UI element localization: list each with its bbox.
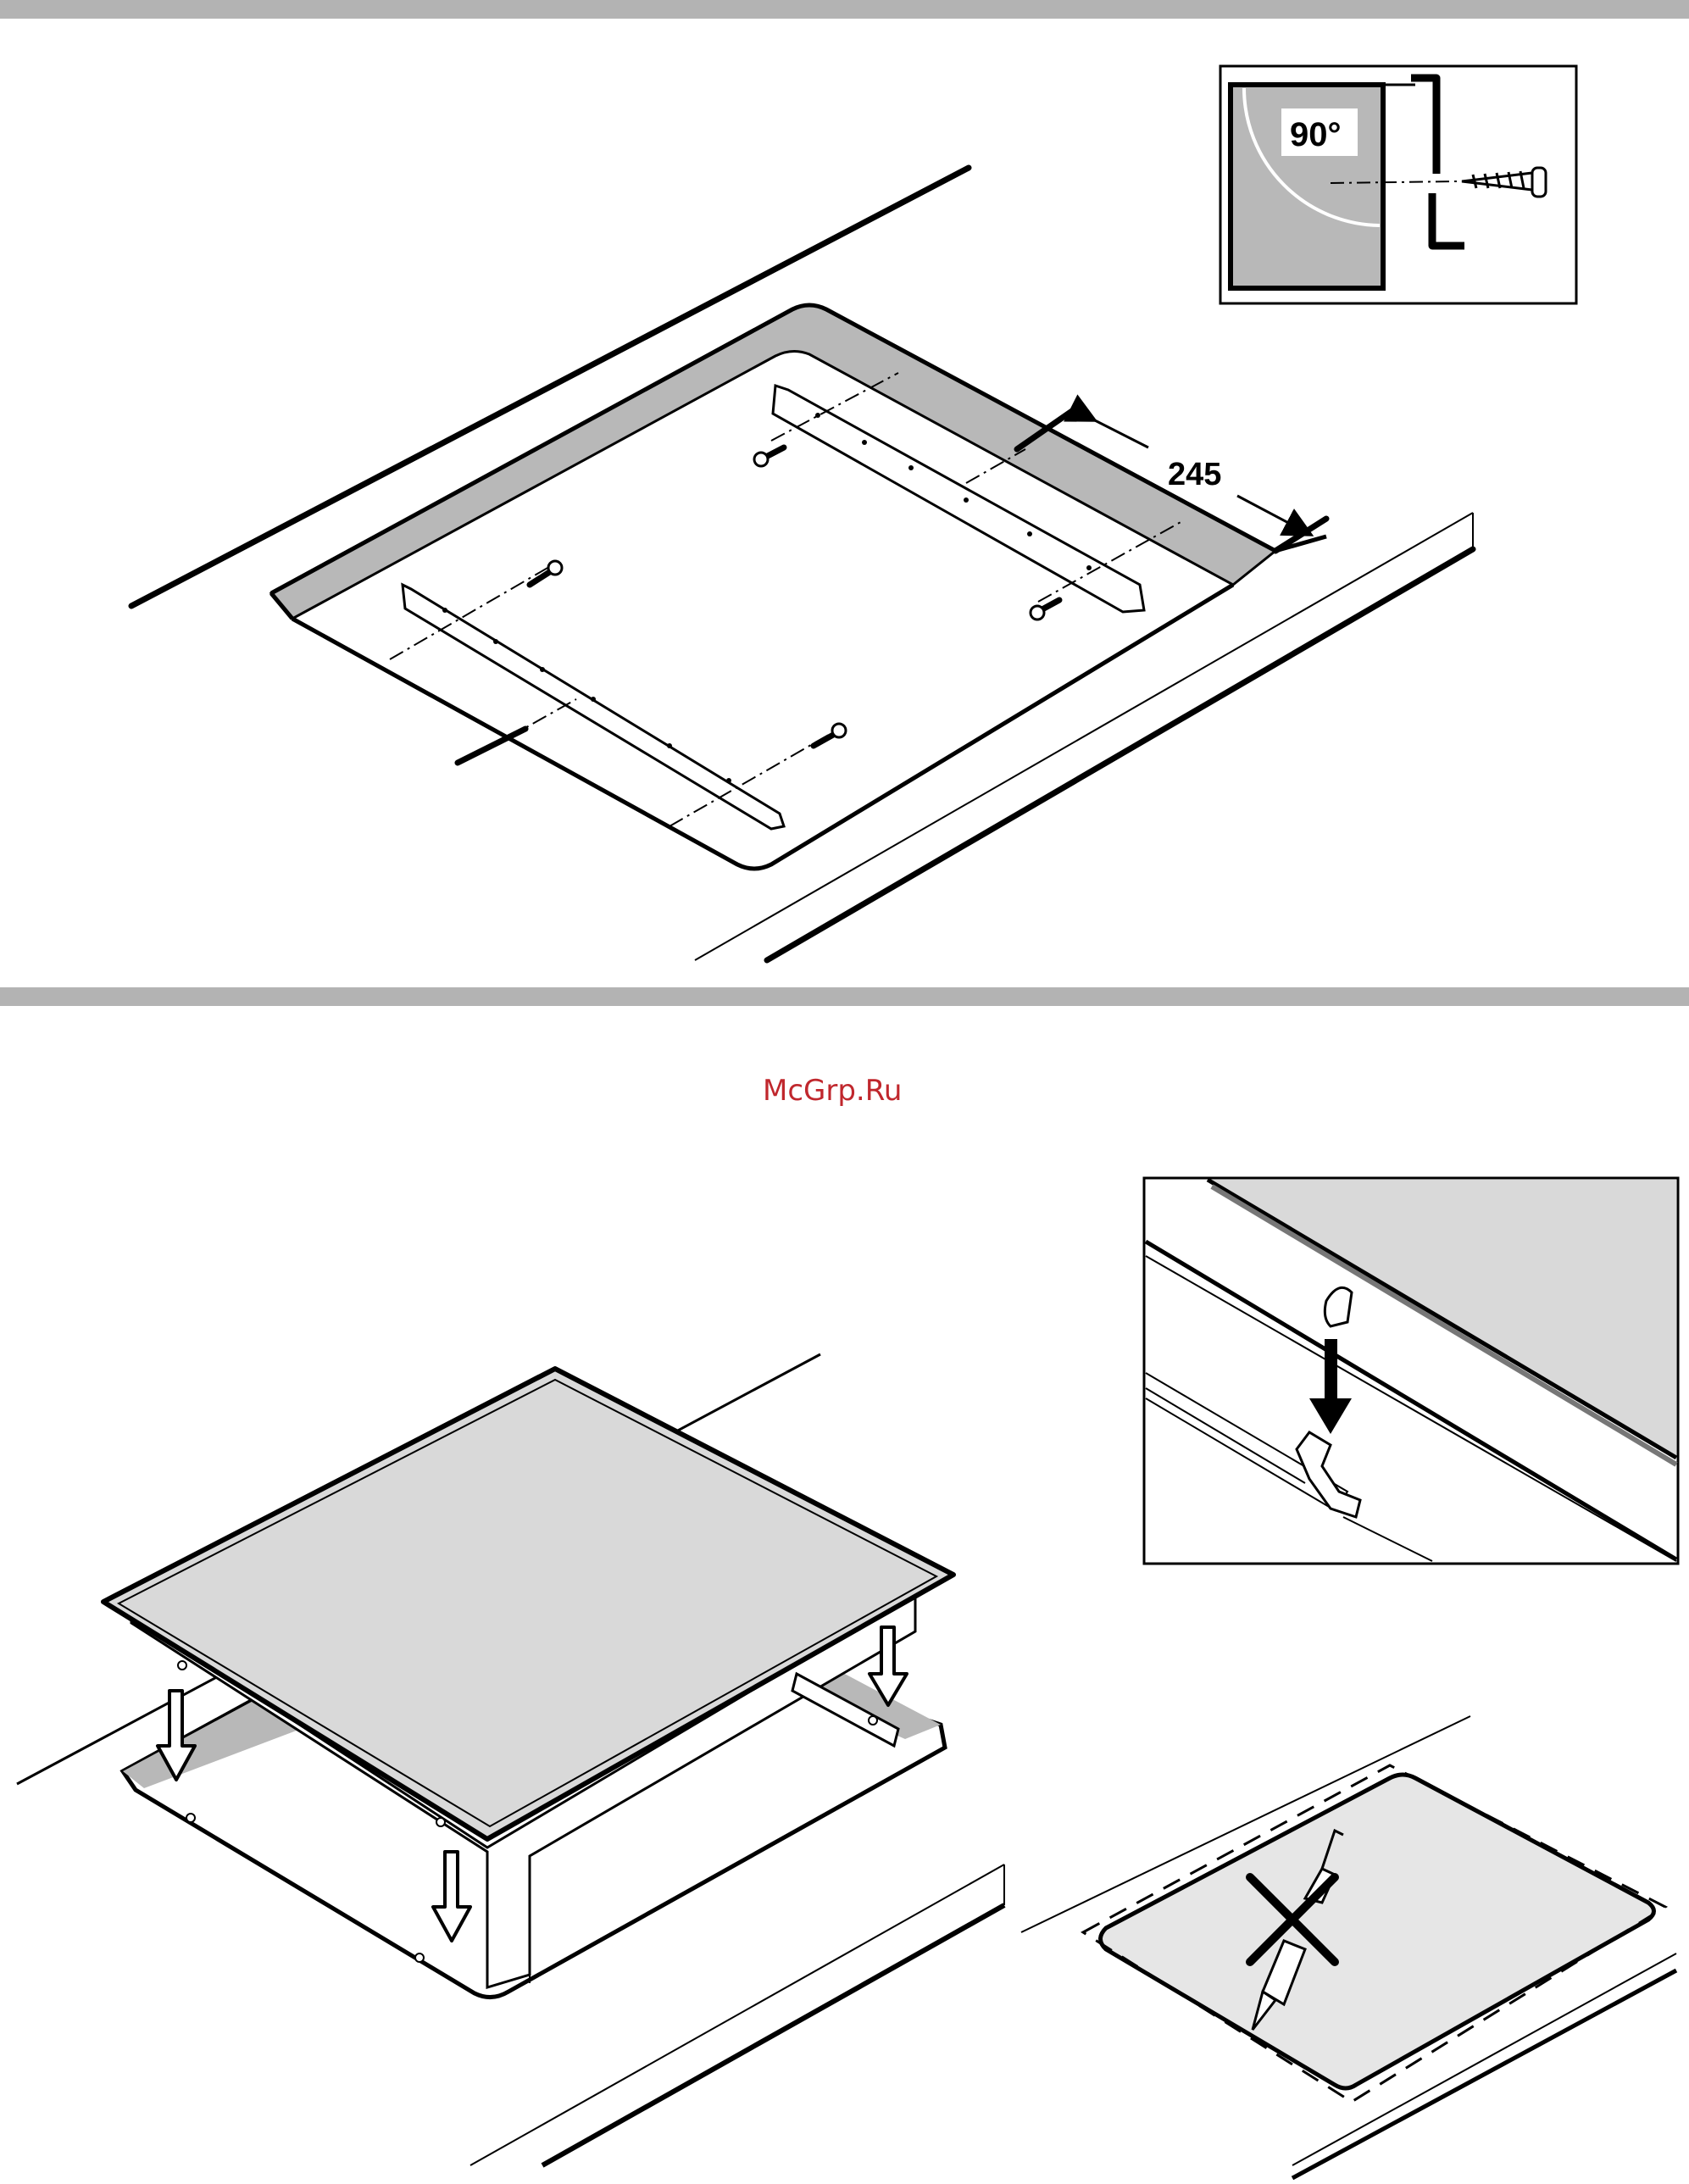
bracket-axis-line [458,729,525,763]
left-mounting-bracket [403,585,784,829]
screw [530,561,562,585]
screw [814,724,846,746]
cutout-wall-band [271,305,1275,619]
hob-glass-top [1101,1775,1654,2088]
screw [1031,600,1059,620]
angle-label: 90° [1290,116,1342,153]
angle-detail-inset: 90° [1220,66,1576,303]
worktop-front-edge [542,1905,1004,2165]
watermark-text: McGrp.Ru [763,1074,902,1108]
no-sealant-figure [1021,1716,1676,2178]
cutout-outline [271,305,1326,869]
hob-insertion-figure [17,1354,1004,2165]
top-divider-bar [0,0,1689,19]
worktop-back-edge [131,168,969,606]
dimension-label: 245 [1168,457,1221,492]
clip-detail-inset [1144,1178,1678,1564]
screw [754,447,784,466]
middle-divider-bar [0,987,1689,1006]
